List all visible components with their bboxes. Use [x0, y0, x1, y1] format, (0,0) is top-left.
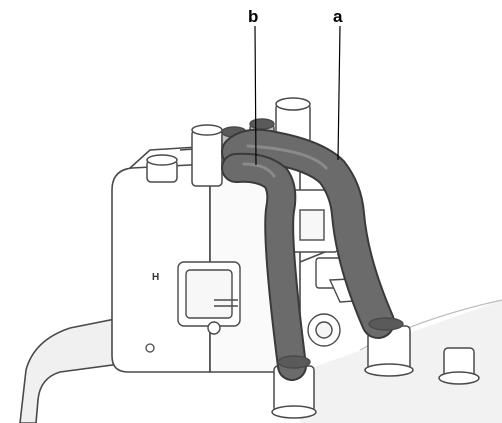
pump-housing	[177, 261, 241, 335]
callout-label-a: a	[333, 7, 343, 26]
leader-line-b	[254, 25, 257, 166]
hose-a	[221, 128, 395, 339]
callout-label-b: b	[248, 7, 259, 26]
drain-screw	[145, 343, 155, 353]
leader-line-a	[337, 25, 341, 161]
marking-h: H	[152, 272, 159, 283]
hose-ends	[277, 317, 404, 369]
hose-b	[221, 152, 307, 381]
